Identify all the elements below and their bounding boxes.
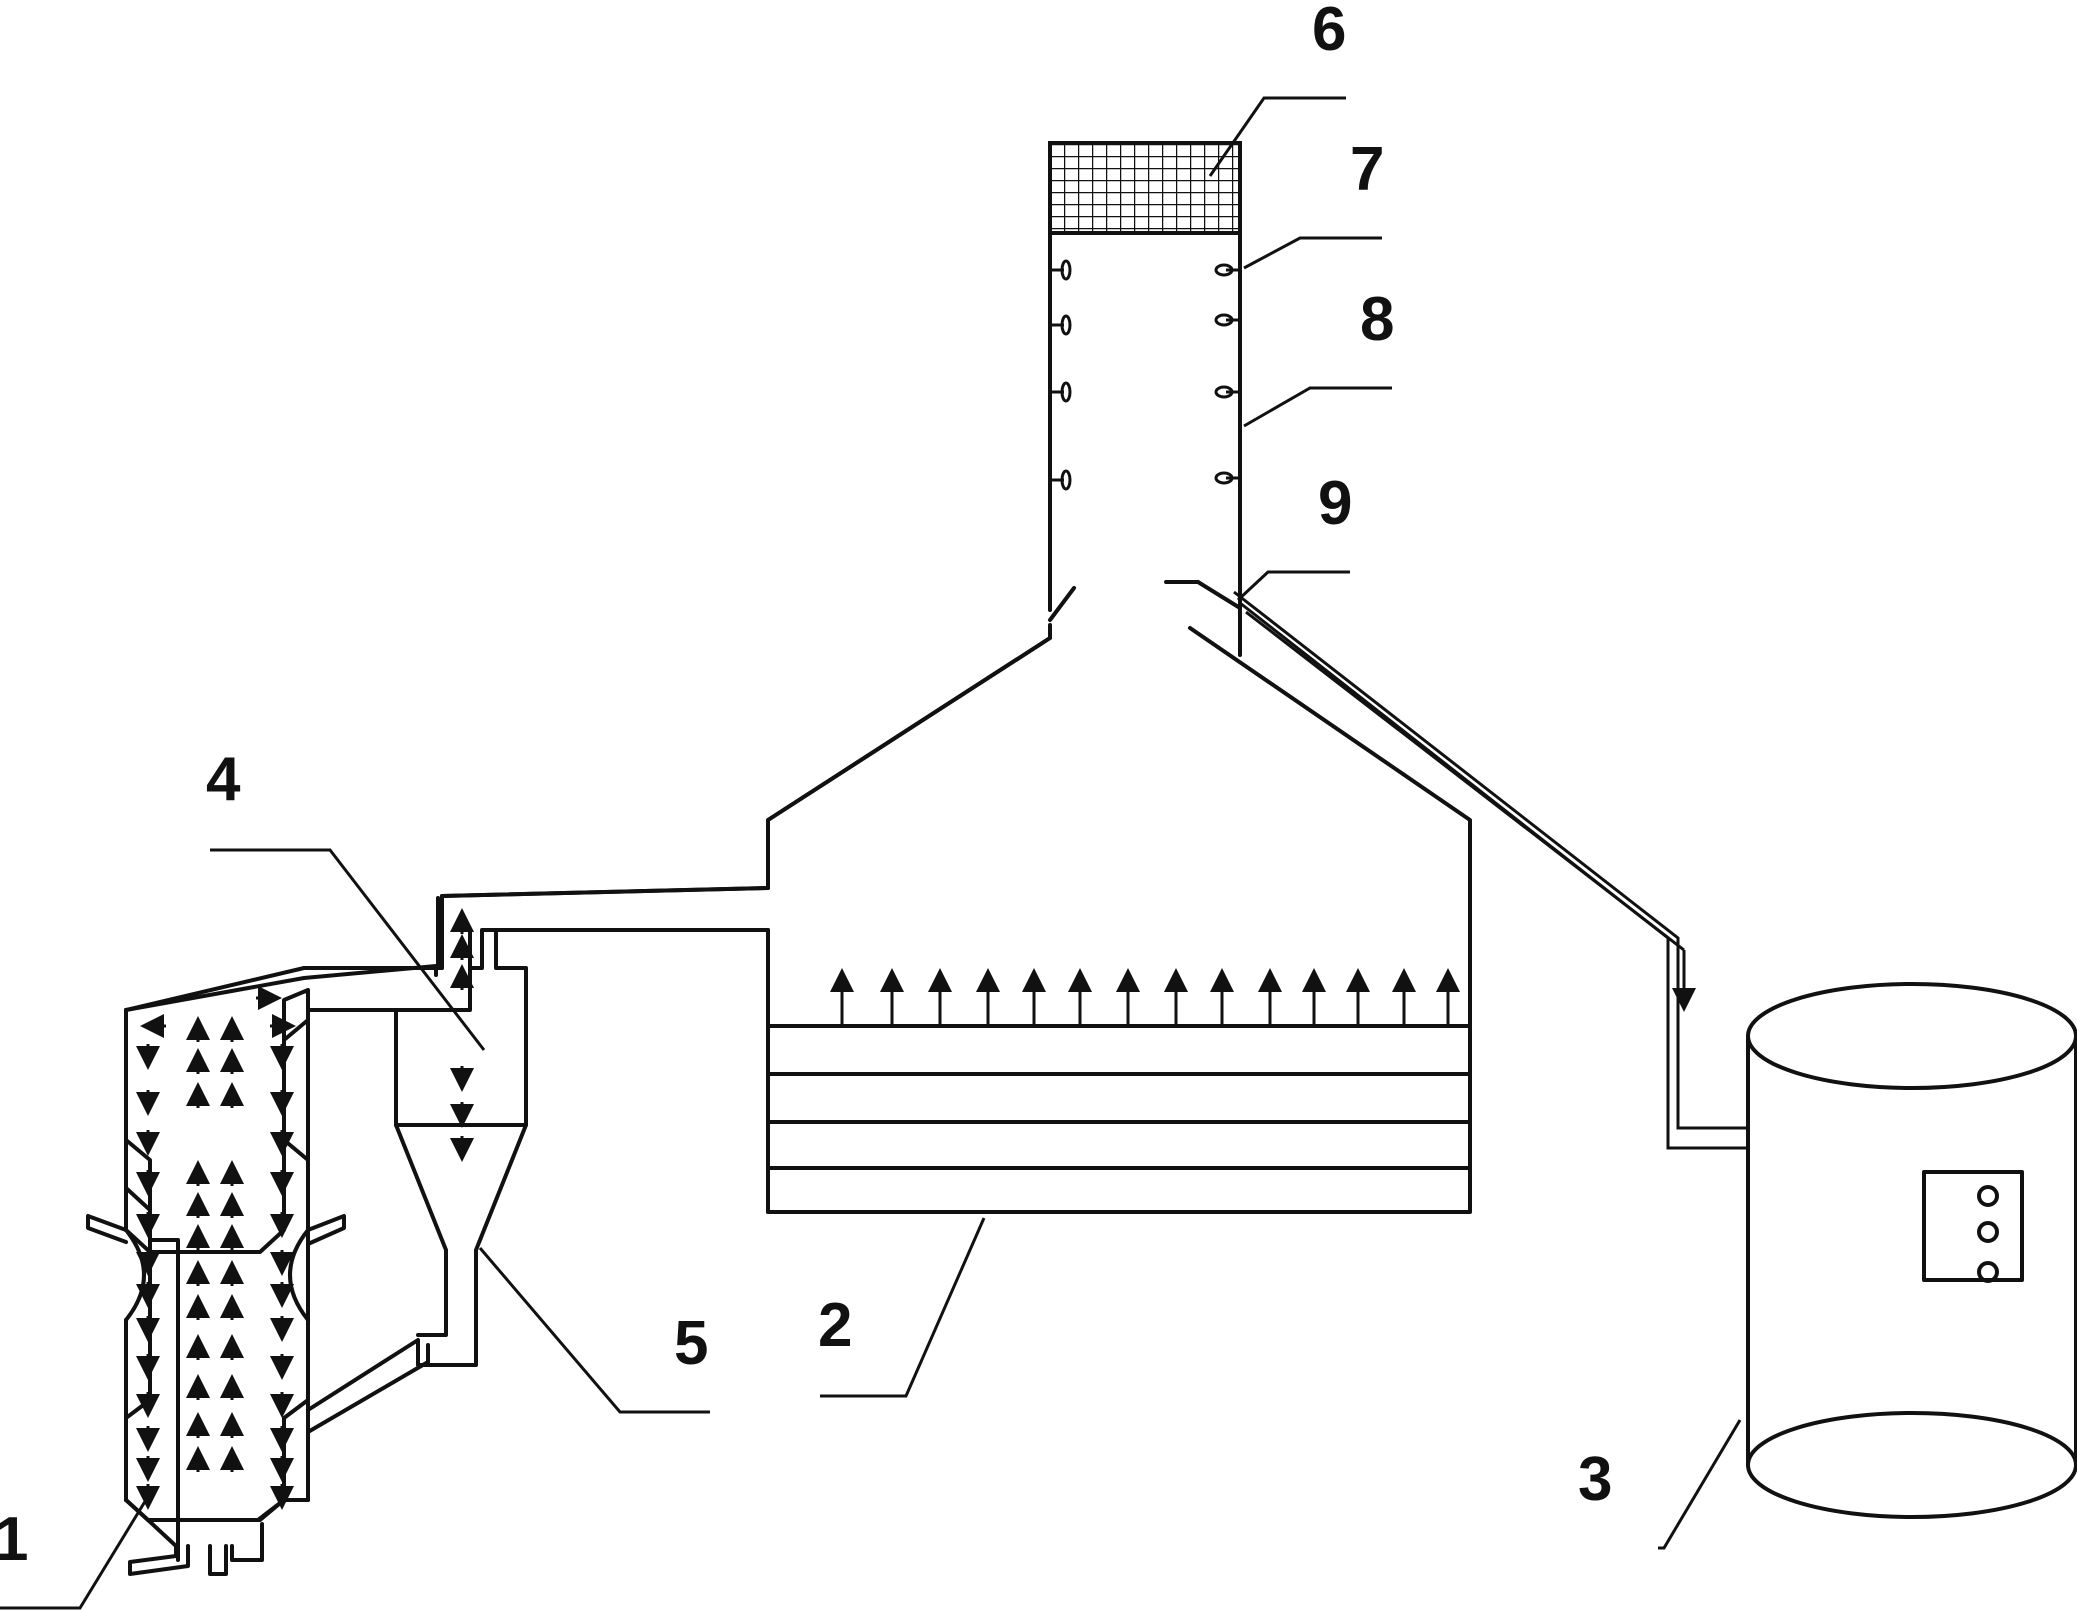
reactor-clean — [86, 966, 440, 1576]
nozzle — [1214, 313, 1240, 327]
nozzle — [1050, 314, 1072, 336]
control-panel — [1922, 1170, 2024, 1282]
reactor-body — [124, 964, 438, 1012]
nozzle — [1050, 259, 1072, 281]
nozzle — [1214, 471, 1240, 485]
nozzle — [1050, 469, 1072, 491]
indicator-light — [1977, 1261, 1999, 1283]
label-9: 9 — [1318, 469, 1352, 538]
label-4: 4 — [206, 745, 241, 814]
label-1: 1 — [0, 1505, 28, 1574]
reactor-outline — [124, 988, 310, 1562]
label-8: 8 — [1360, 285, 1394, 354]
exhaust-column — [1048, 141, 1242, 657]
nozzle — [1214, 385, 1240, 399]
indicator-light — [1977, 1221, 1999, 1243]
drying-chamber — [440, 626, 1472, 1214]
leader-lines — [0, 96, 1742, 1610]
indicator-light — [1977, 1185, 1999, 1207]
storage-tank — [1746, 982, 2077, 1519]
label-7: 7 — [1350, 135, 1384, 204]
label-5: 5 — [674, 1309, 708, 1378]
drain-pipe — [1233, 590, 1746, 1150]
label-3: 3 — [1578, 1445, 1612, 1514]
hot-air-arrows — [830, 968, 1460, 1024]
nozzle — [1214, 263, 1240, 277]
label-6: 6 — [1312, 0, 1346, 64]
label-2: 2 — [818, 1291, 852, 1360]
reactor-flow-arrows — [136, 908, 474, 1510]
nozzle — [1050, 381, 1072, 403]
spray-nozzles — [1050, 259, 1240, 491]
mesh-screen — [1048, 141, 1242, 235]
cyclone-separator — [302, 623, 1052, 1367]
